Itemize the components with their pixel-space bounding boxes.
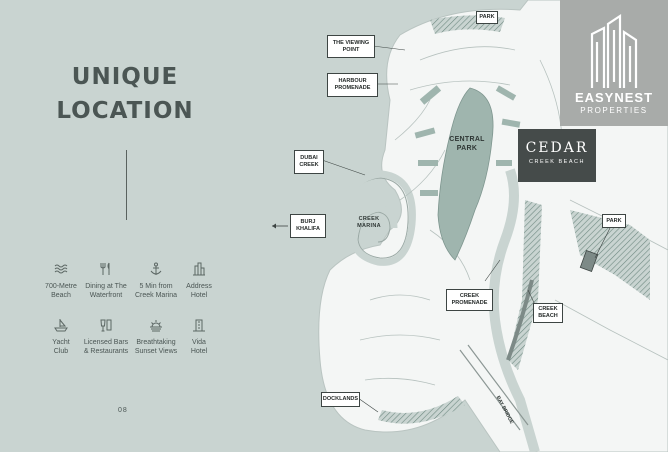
harbour-promenade-label: HARBOUR PROMENADE <box>327 73 378 97</box>
project-badge: CEDAR CREEK BEACH <box>518 129 596 182</box>
amenity-label-line2: Hotel <box>190 292 208 299</box>
callout-line-1: CREEK <box>459 293 480 299</box>
callout-line-2: PROMENADE <box>334 85 371 91</box>
divider-line <box>126 150 127 220</box>
amenity-label-line2: Hotel <box>190 348 208 355</box>
callout-line-2: BEACH <box>538 313 558 319</box>
water-channel <box>488 168 540 452</box>
park-right-hatch <box>570 210 650 300</box>
map-label-line-1: CENTRAL <box>449 136 485 143</box>
central-park <box>437 87 494 261</box>
callout-line-1: DUBAI <box>300 155 318 161</box>
amenity-label-line2: Waterfront <box>89 292 123 299</box>
amenity-label-line2: Creek Marina <box>134 292 177 299</box>
creek-beach-label: CREEK BEACH <box>533 303 563 323</box>
title-line-1: UNIQUE <box>71 64 179 90</box>
park-top-label: PARK <box>476 11 498 24</box>
callout-line-1: BURJ <box>300 219 316 225</box>
hotel-icon <box>164 318 234 332</box>
sunset-icon <box>121 318 191 332</box>
creek-beach-hatch <box>508 200 542 370</box>
harbour-hatch <box>378 396 465 424</box>
map-label-line-1: CREEK <box>358 216 380 222</box>
amenity-beach: 700-Metre Beach <box>26 262 96 300</box>
page-number: 08 <box>118 407 128 414</box>
callout-line-1: CREEK <box>538 306 558 312</box>
amenity-label-line1: 5 Min from <box>139 283 173 290</box>
amenity-label-line1: 700-Metre <box>45 283 77 290</box>
amenity-label-line1: Vida <box>192 339 206 346</box>
bay-bridge <box>459 344 529 431</box>
callout-line-2: POINT <box>342 46 360 53</box>
project-name: CEDAR <box>525 140 589 156</box>
dining-icon <box>71 262 141 276</box>
amenity-address-hotel: Address Hotel <box>164 262 234 300</box>
page-title: UNIQUE LOCATION <box>40 60 210 128</box>
drinks-icon <box>71 318 141 332</box>
viewing-point-label: THE VIEWING POINT <box>327 35 375 58</box>
burj-khalifa-label: BURJ KHALIFA <box>290 214 326 238</box>
amenity-sunset: Breathtaking Sunset Views <box>121 318 191 356</box>
callout-line-2: CREEK <box>299 162 319 168</box>
dubai-creek-label: DUBAI CREEK <box>294 150 324 174</box>
amenity-vida-hotel: Vida Hotel <box>164 318 234 356</box>
callout-line-2: KHALIFA <box>296 226 320 232</box>
amenity-bars: Licensed Bars & Restaurants <box>71 318 141 356</box>
anchor-icon <box>121 262 191 276</box>
callout-line-1: THE VIEWING <box>332 39 370 46</box>
amenity-dining: Dining at The Waterfront <box>71 262 141 300</box>
park-right-label: PARK <box>602 214 626 228</box>
creek-marina-label: CREEK MARINA <box>349 216 389 230</box>
building-logo-icon <box>590 13 638 88</box>
hotel-icon <box>164 262 234 276</box>
creek-promenade-label: CREEK PROMENADE <box>446 289 493 311</box>
waves-icon <box>26 262 96 276</box>
amenity-label-line1: Address <box>186 283 212 290</box>
callout-line-2: PROMENADE <box>451 300 488 306</box>
amenity-label-line1: Dining at The <box>85 283 127 290</box>
map-label-line-2: PARK <box>456 145 478 152</box>
amenity-label-line1: Licensed Bars <box>83 339 129 346</box>
amenity-label-line2: Beach <box>51 292 71 299</box>
callout-line-1: HARBOUR <box>338 78 367 84</box>
docklands-label: DOCKLANDS <box>321 392 360 407</box>
project-location: CREEK BEACH <box>529 159 585 165</box>
brand-name: EASYNEST <box>574 90 654 105</box>
yacht-icon <box>26 318 96 332</box>
title-line-2: LOCATION <box>56 98 194 124</box>
amenity-label-line2: Sunset Views <box>134 348 178 355</box>
info-panel: UNIQUE LOCATION 700-Metre Beach Dining a… <box>0 0 270 452</box>
amenity-label-line1: Yacht <box>52 339 70 346</box>
amenity-label-line2: & Restaurants <box>83 348 129 355</box>
amenity-label-line2: Club <box>53 348 69 355</box>
central-park-label: CENTRAL PARK <box>442 135 492 153</box>
brand-subtitle: PROPERTIES <box>580 106 648 115</box>
amenity-label-line1: Breathtaking <box>136 339 176 346</box>
cedar-plot <box>579 249 599 273</box>
amenity-yacht-club: Yacht Club <box>26 318 96 356</box>
map-label-line-2: MARINA <box>357 223 381 229</box>
amenity-marina: 5 Min from Creek Marina <box>121 262 191 300</box>
creek-marina-water <box>329 177 409 259</box>
easynest-logo: EASYNEST PROPERTIES <box>560 0 668 126</box>
